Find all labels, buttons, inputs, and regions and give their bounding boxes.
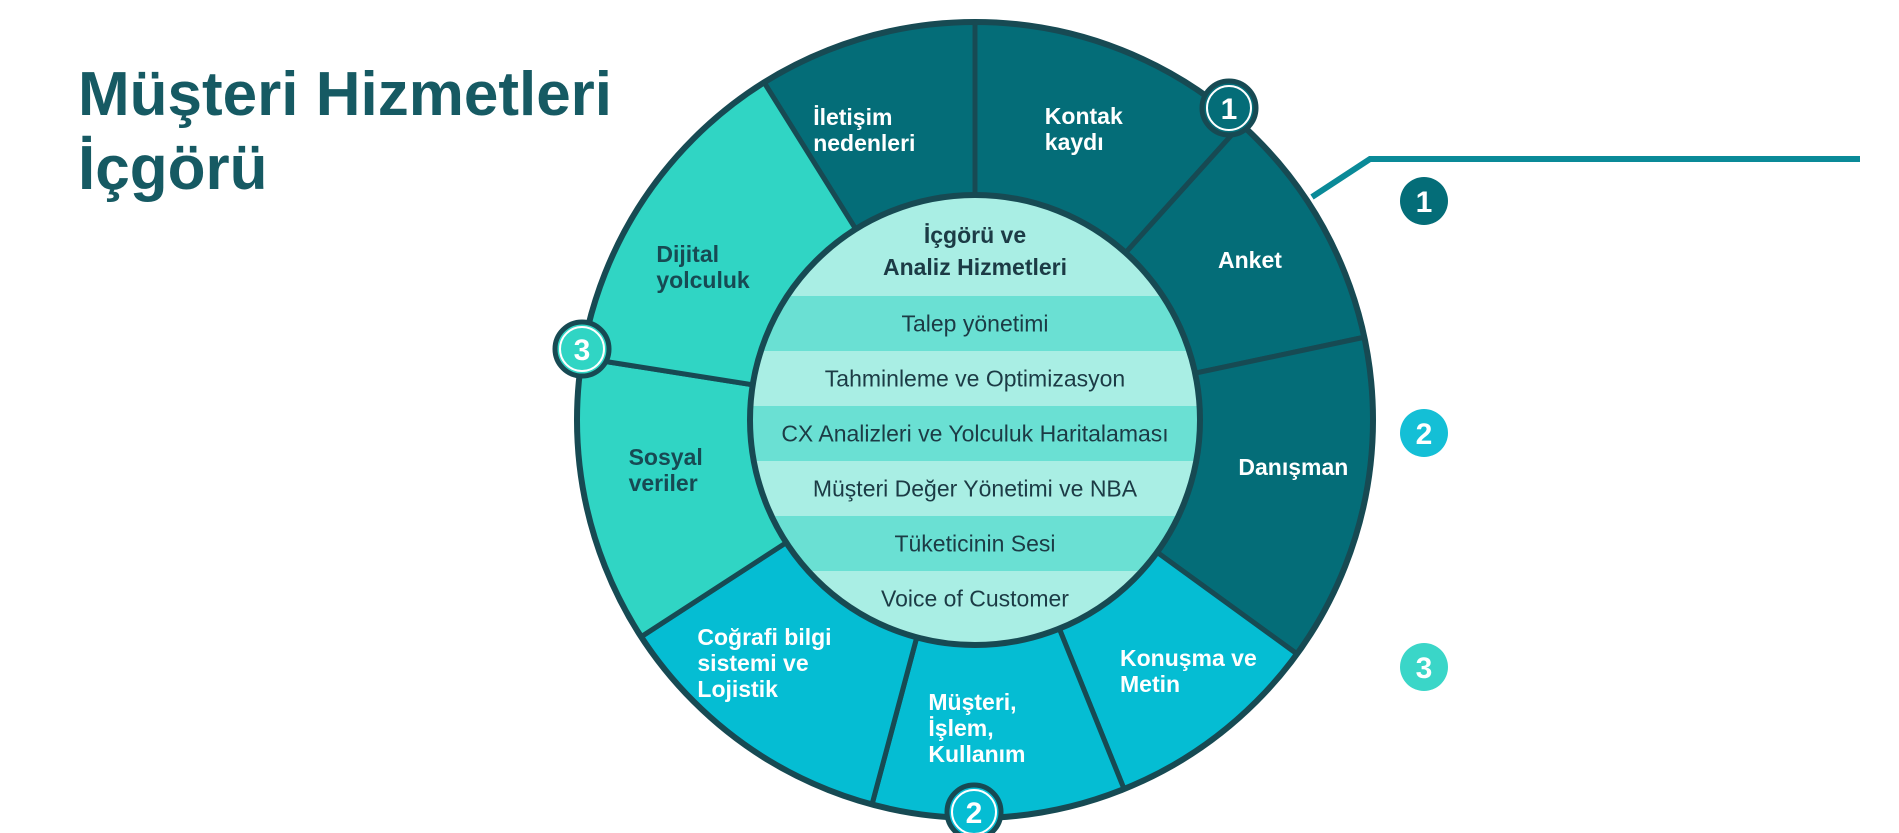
center-row-label: Voice of Customer xyxy=(881,586,1069,612)
group-badge-label: 3 xyxy=(574,334,591,367)
page-title: Müşteri Hizmetleri İçgörü xyxy=(78,58,612,206)
legend-badge xyxy=(1400,177,1448,225)
center-row xyxy=(752,406,1198,461)
center-row-label: CX Analizleri ve Yolculuk Haritalaması xyxy=(781,421,1168,447)
legend-badge-label: 1 xyxy=(1416,186,1433,219)
center-row-label: Talep yönetimi xyxy=(901,311,1048,337)
center-row xyxy=(752,296,1198,351)
legend-badge xyxy=(1400,409,1448,457)
segment-label: Anket xyxy=(1218,247,1282,273)
legend-badge xyxy=(1400,643,1448,691)
group-badge xyxy=(944,782,1004,833)
center-row xyxy=(752,351,1198,406)
group-badge-label: 1 xyxy=(1221,93,1238,126)
group-badge xyxy=(552,319,612,379)
group-badge xyxy=(1199,78,1259,138)
center-row xyxy=(752,461,1198,516)
segment-label: Danışman xyxy=(1238,454,1348,480)
center-row xyxy=(752,516,1198,571)
center-row-label: Tahminleme ve Optimizasyon xyxy=(825,366,1125,392)
connector-line xyxy=(1310,156,1860,200)
legend-badge-label: 2 xyxy=(1416,418,1433,451)
group-badge-label: 2 xyxy=(966,797,983,830)
center-row-label: Tüketicinin Sesi xyxy=(894,531,1055,557)
center-row-label: Müşteri Değer Yönetimi ve NBA xyxy=(813,476,1138,502)
segment-label: Müşteri,İşlem,Kullanım xyxy=(928,689,1025,767)
title-line-2: İçgörü xyxy=(78,134,268,203)
legend-badge-label: 3 xyxy=(1416,652,1433,685)
title-line-1: Müşteri Hizmetleri xyxy=(78,60,613,129)
center-border xyxy=(747,192,1203,648)
